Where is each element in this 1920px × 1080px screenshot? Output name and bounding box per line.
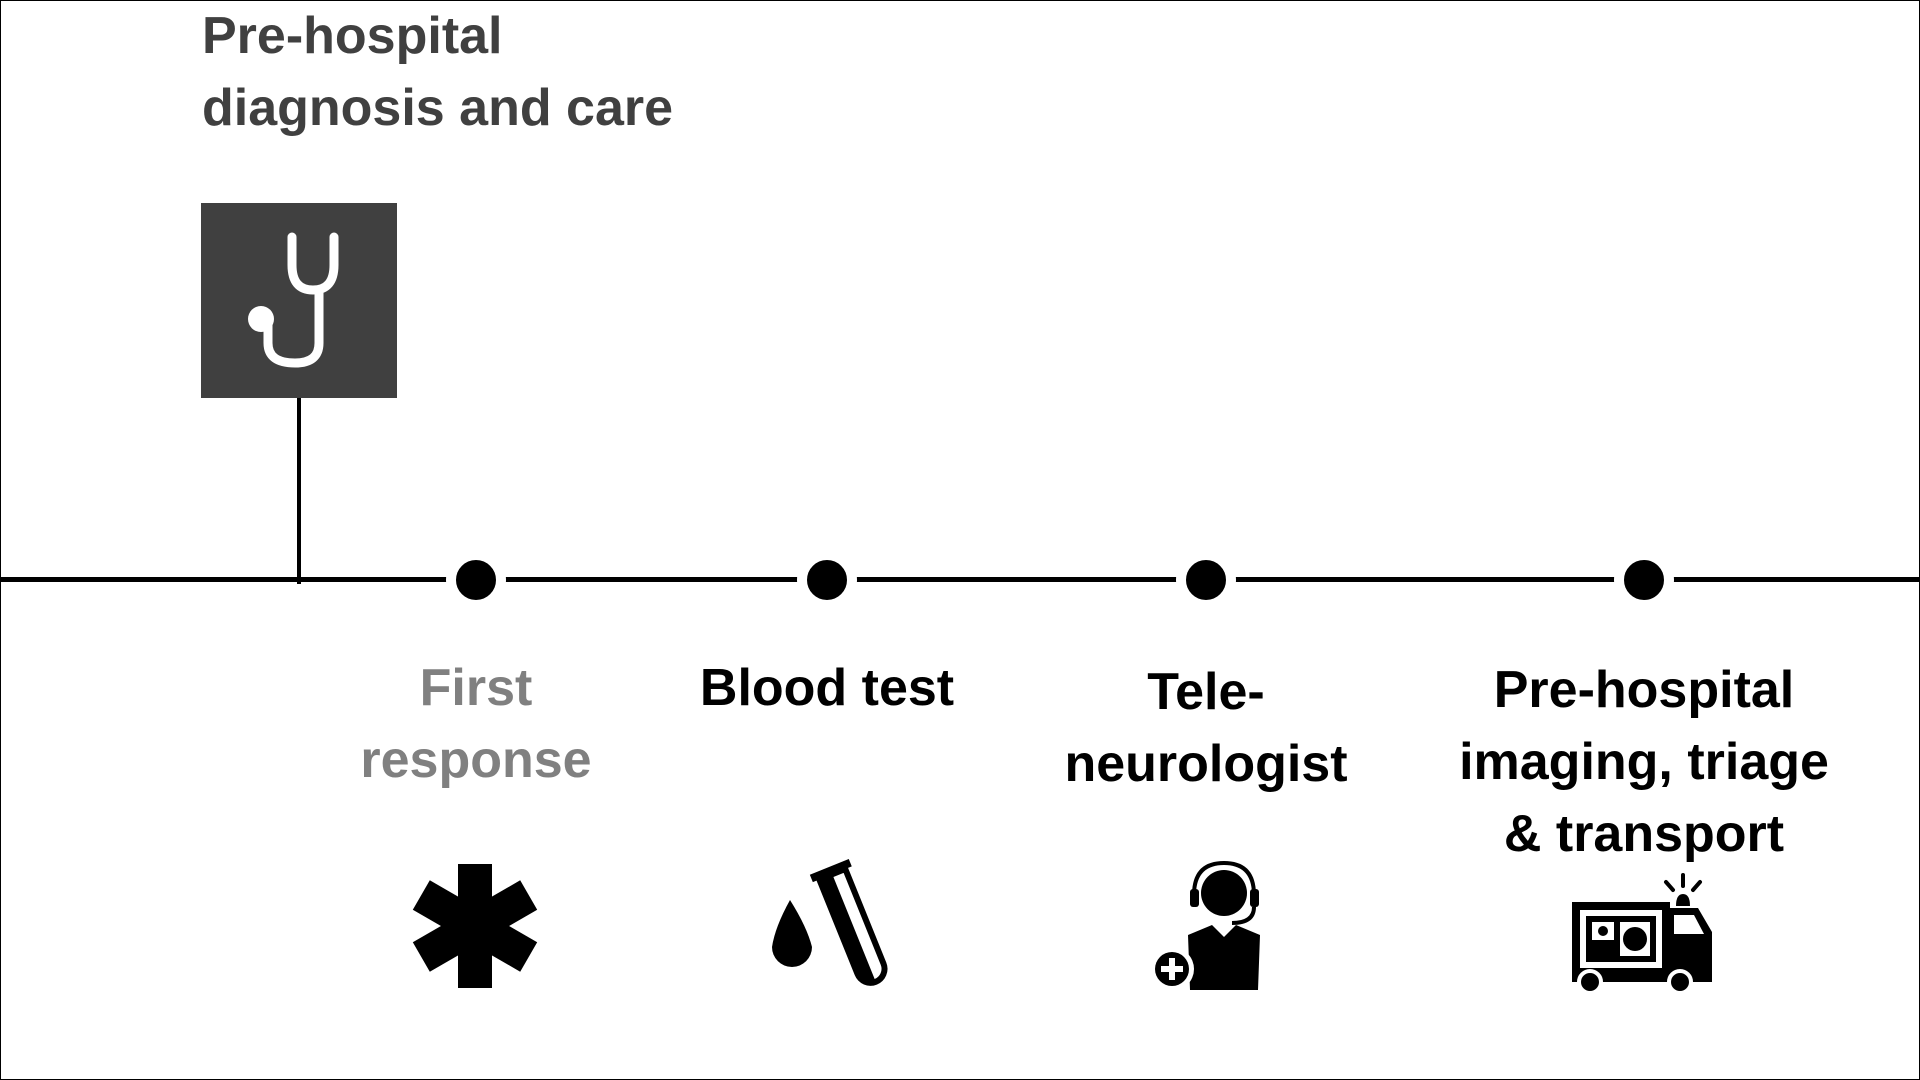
timeline-node-first-response	[446, 550, 506, 610]
blood-test-tube-icon	[765, 855, 895, 995]
stethoscope-icon	[248, 232, 339, 368]
step-label-blood-test: Blood test	[607, 652, 1047, 724]
diagram-title: Pre-hospital diagnosis and care	[202, 0, 762, 144]
timeline-node-blood-test	[797, 550, 857, 610]
step-label-line: Blood test	[699, 659, 955, 717]
step-label-line: response	[360, 731, 592, 789]
tele-neurologist-headset-icon	[1148, 857, 1266, 993]
title-line-1: Pre-hospital	[202, 7, 503, 65]
stethoscope-badge	[201, 203, 397, 398]
timeline-axis	[0, 577, 1920, 582]
step-label-line: neurologist	[1064, 735, 1348, 793]
step-label-line: Pre-hospital	[1493, 661, 1795, 719]
step-label-first-response: First response	[256, 652, 696, 796]
step-label-tele-neurologist: Tele- neurologist	[986, 656, 1426, 800]
step-label-pre-hospital-imaging: Pre-hospital imaging, triage & transport	[1424, 654, 1864, 870]
star-of-life-icon	[410, 861, 540, 991]
title-line-2: diagnosis and care	[202, 79, 674, 137]
step-label-line: First	[419, 659, 533, 717]
ambulance-scanner-icon	[1570, 870, 1720, 995]
timeline-node-tele-neurologist	[1176, 550, 1236, 610]
step-label-line: & transport	[1503, 805, 1785, 863]
step-label-line: Tele-	[1147, 663, 1265, 721]
timeline-stem	[297, 398, 301, 584]
timeline-node-pre-hospital-imaging	[1614, 550, 1674, 610]
step-label-line: imaging, triage	[1459, 733, 1829, 791]
